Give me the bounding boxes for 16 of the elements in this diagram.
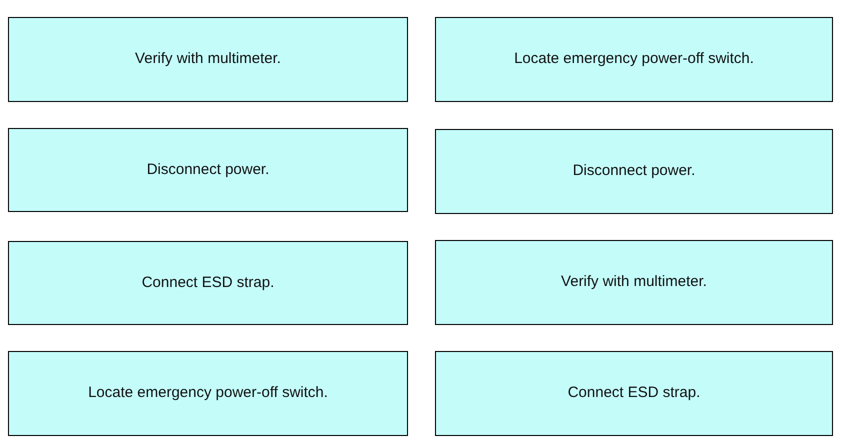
step-text: Locate emergency power-off switch.: [88, 383, 328, 404]
step-box: [435, 129, 833, 214]
step-text: Verify with multimeter.: [561, 272, 707, 292]
step-text: Disconnect power.: [146, 160, 270, 180]
step-box: [8, 351, 408, 436]
step-text: Verify with multimeter.: [135, 49, 281, 70]
step-text: Disconnect power.: [572, 161, 696, 182]
step-box: [8, 241, 408, 325]
step-box: [435, 351, 833, 436]
step-text: Connect ESD strap.: [568, 383, 700, 404]
step-box: [8, 17, 408, 102]
step-box: [435, 240, 833, 325]
step-text: Locate emergency power-off switch.: [514, 49, 754, 70]
step-text: Connect ESD strap.: [142, 272, 274, 293]
step-box: [8, 128, 408, 212]
step-box: [435, 17, 833, 102]
